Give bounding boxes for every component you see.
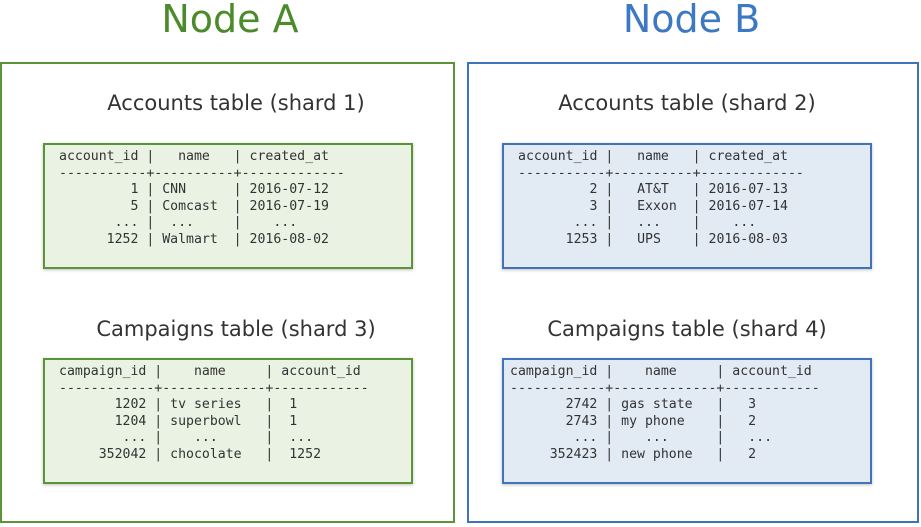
node-a-container: Accounts table (shard 1) account_id | na… xyxy=(0,62,455,523)
accounts-shard-2-title: Accounts table (shard 2) xyxy=(558,91,816,115)
campaigns-shard-3-table: campaign_id | name | account_id --------… xyxy=(43,358,413,484)
campaigns-shard-3-title: Campaigns table (shard 3) xyxy=(96,317,376,341)
accounts-shard-1-title: Accounts table (shard 1) xyxy=(107,91,365,115)
node-b-container: Accounts table (shard 2) account_id | na… xyxy=(467,62,919,523)
campaigns-shard-4-table: campaign_id | name | account_id --------… xyxy=(502,358,872,484)
accounts-shard-2-table: account_id | name | created_at ---------… xyxy=(502,143,872,269)
accounts-shard-1-rows: account_id | name | created_at ---------… xyxy=(59,149,345,247)
accounts-shard-1-table: account_id | name | created_at ---------… xyxy=(43,143,413,269)
campaigns-shard-3-rows: campaign_id | name | account_id --------… xyxy=(59,364,369,462)
node-a-title: Node A xyxy=(161,0,299,41)
node-b-title: Node B xyxy=(622,0,761,41)
campaigns-shard-4-title: Campaigns table (shard 4) xyxy=(547,317,827,341)
campaigns-shard-4-rows: campaign_id | name | account_id --------… xyxy=(510,364,820,462)
accounts-shard-2-rows: account_id | name | created_at ---------… xyxy=(518,149,804,247)
